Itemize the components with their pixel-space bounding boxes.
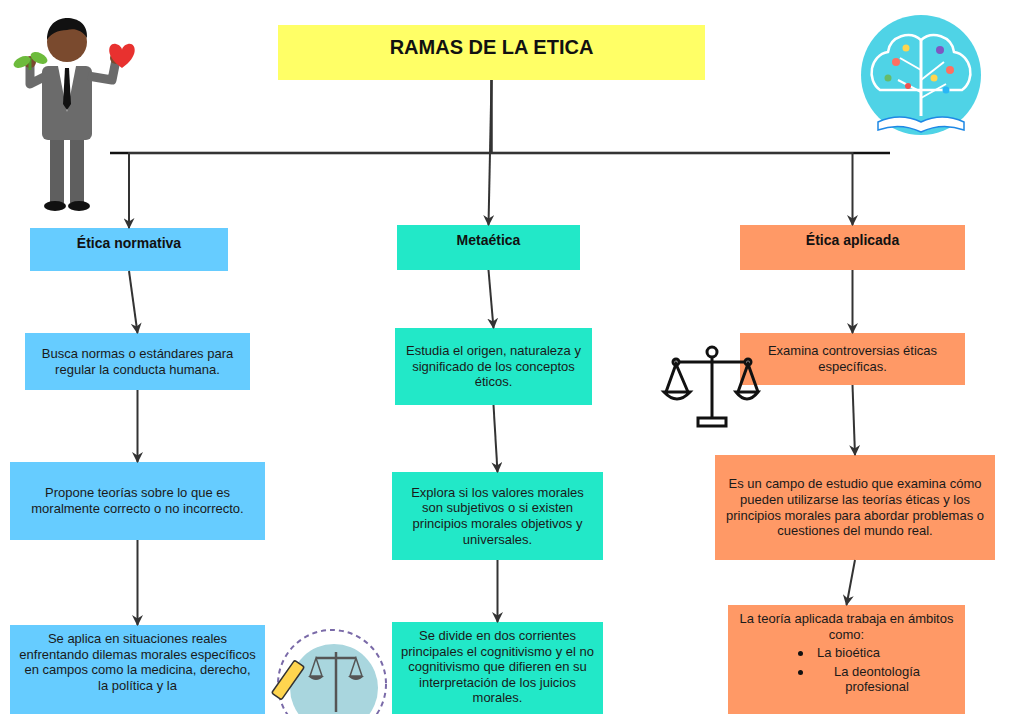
justice-badge-illustration <box>272 630 386 714</box>
flow-arrow <box>137 390 139 462</box>
flow-arrow <box>137 540 139 625</box>
flow-arrow <box>852 270 854 333</box>
brain-tree-illustration-part <box>943 87 950 94</box>
body-text: Estudia el origen, naturaleza y signific… <box>403 343 584 390</box>
brain-tree-illustration-part <box>905 83 911 89</box>
brain-tree-illustration-part <box>872 35 971 90</box>
process-box: Es un campo de estudio que examina cómo … <box>715 455 995 560</box>
process-box: Busca normas o estándares para regular l… <box>25 333 250 390</box>
justice-badge-illustration-part <box>278 630 386 714</box>
body-text: Busca normas o estándares para regular l… <box>33 346 242 377</box>
body-text: Se aplica en situaciones reales enfrenta… <box>18 631 257 693</box>
branch-header: Ética aplicada <box>740 225 965 270</box>
person-illustration-part <box>47 22 87 62</box>
scales-icon-part <box>666 364 688 392</box>
process-box: Se divide en dos corrientes principales … <box>392 622 603 714</box>
process-box: Propone teorías sobre lo que es moralmen… <box>10 462 265 540</box>
scales-icon-part <box>698 418 726 426</box>
person-illustration-part <box>44 201 66 211</box>
person-illustration-part <box>50 135 64 203</box>
scales-icon-part <box>707 347 717 357</box>
person-illustration-part <box>68 201 90 211</box>
flow-arrow <box>489 270 494 328</box>
justice-badge-illustration-part <box>335 652 338 712</box>
scales-icon-part <box>676 361 748 364</box>
brain-tree-illustration-part <box>931 75 938 82</box>
scales-icon-part <box>711 354 714 418</box>
scales-icon-part <box>673 359 679 365</box>
process-box: Examina controversias éticas específicas… <box>740 333 965 385</box>
branch-bar <box>110 152 890 155</box>
bullet-item: La deontología profesional <box>798 664 937 695</box>
person-illustration-part <box>70 135 84 203</box>
brain-tree-illustration-part <box>903 45 910 52</box>
branch-header: Metaética <box>397 225 580 270</box>
flow-arrow <box>853 385 856 455</box>
person-illustration-part <box>88 60 116 80</box>
person-illustration-part <box>29 50 50 67</box>
person-illustration-part <box>110 52 122 64</box>
brain-tree-illustration <box>861 15 981 135</box>
header-text: Metaética <box>457 232 521 249</box>
header-text: Ética normativa <box>77 235 181 252</box>
flow-arrow <box>129 271 138 333</box>
process-box: La teoría aplicada trabaja en ámbitos co… <box>728 605 965 714</box>
body-text: Es un campo de estudio que examina cómo … <box>723 476 987 538</box>
branch-header: Ética normativa <box>30 228 228 271</box>
brain-tree-illustration-part <box>861 15 981 135</box>
person-illustration-part <box>109 44 135 68</box>
body-text: La teoría aplicada trabaja en ámbitos co… <box>736 611 957 642</box>
brain-tree-illustration-part <box>936 46 944 54</box>
title-text: RAMAS DE LA ETICA <box>390 35 594 59</box>
justice-badge-illustration-part <box>310 658 362 676</box>
scales-icon-part <box>664 392 690 399</box>
title-box: RAMAS DE LA ETICA <box>278 25 705 80</box>
flow-arrow <box>489 80 492 225</box>
flow-arrow <box>129 80 492 228</box>
person-illustration-part <box>12 54 33 71</box>
body-text: Propone teorías sobre lo que es moralmen… <box>18 485 257 516</box>
bullet-dot <box>798 670 803 675</box>
brain-tree-illustration-part <box>878 117 964 132</box>
bullet-text: La deontología profesional <box>817 664 937 695</box>
bullet-text: La bioética <box>817 645 880 661</box>
brain-tree-illustration-part <box>898 58 946 98</box>
body-text: Se divide en dos corrientes principales … <box>400 628 595 706</box>
justice-badge-illustration-part <box>290 644 378 714</box>
flow-arrow <box>497 560 499 622</box>
person-illustration <box>12 18 135 211</box>
person-illustration-part <box>30 64 46 84</box>
flow-arrow <box>494 405 498 472</box>
header-text: Ética aplicada <box>806 232 899 249</box>
person-illustration-part <box>58 66 76 112</box>
process-box: Estudia el origen, naturaleza y signific… <box>395 328 592 405</box>
justice-badge-illustration-part <box>316 657 356 660</box>
bullet-dot <box>798 651 803 656</box>
body-text: Examina controversias éticas específicas… <box>748 343 957 374</box>
process-box: Se aplica en situaciones reales enfrenta… <box>10 625 265 714</box>
bullet-item: La bioética <box>798 645 880 661</box>
justice-badge-illustration-part <box>308 676 364 680</box>
brain-tree-illustration-part <box>892 58 900 66</box>
body-text: Explora si los valores morales son subje… <box>400 485 595 547</box>
person-illustration-part <box>47 18 87 40</box>
person-illustration-part <box>42 66 92 140</box>
person-illustration-part <box>24 56 36 68</box>
scales-icon-part <box>736 392 758 399</box>
flow-arrow <box>492 80 853 225</box>
brain-tree-illustration-part <box>920 40 923 116</box>
brain-tree-illustration-part <box>946 66 954 74</box>
flow-arrow <box>847 560 856 605</box>
process-box: Explora si los valores morales son subje… <box>392 472 603 560</box>
brain-tree-illustration-part <box>885 75 892 82</box>
justice-badge-illustration-part <box>272 660 305 700</box>
person-illustration-part <box>63 68 71 110</box>
person-illustration-part <box>29 58 32 70</box>
